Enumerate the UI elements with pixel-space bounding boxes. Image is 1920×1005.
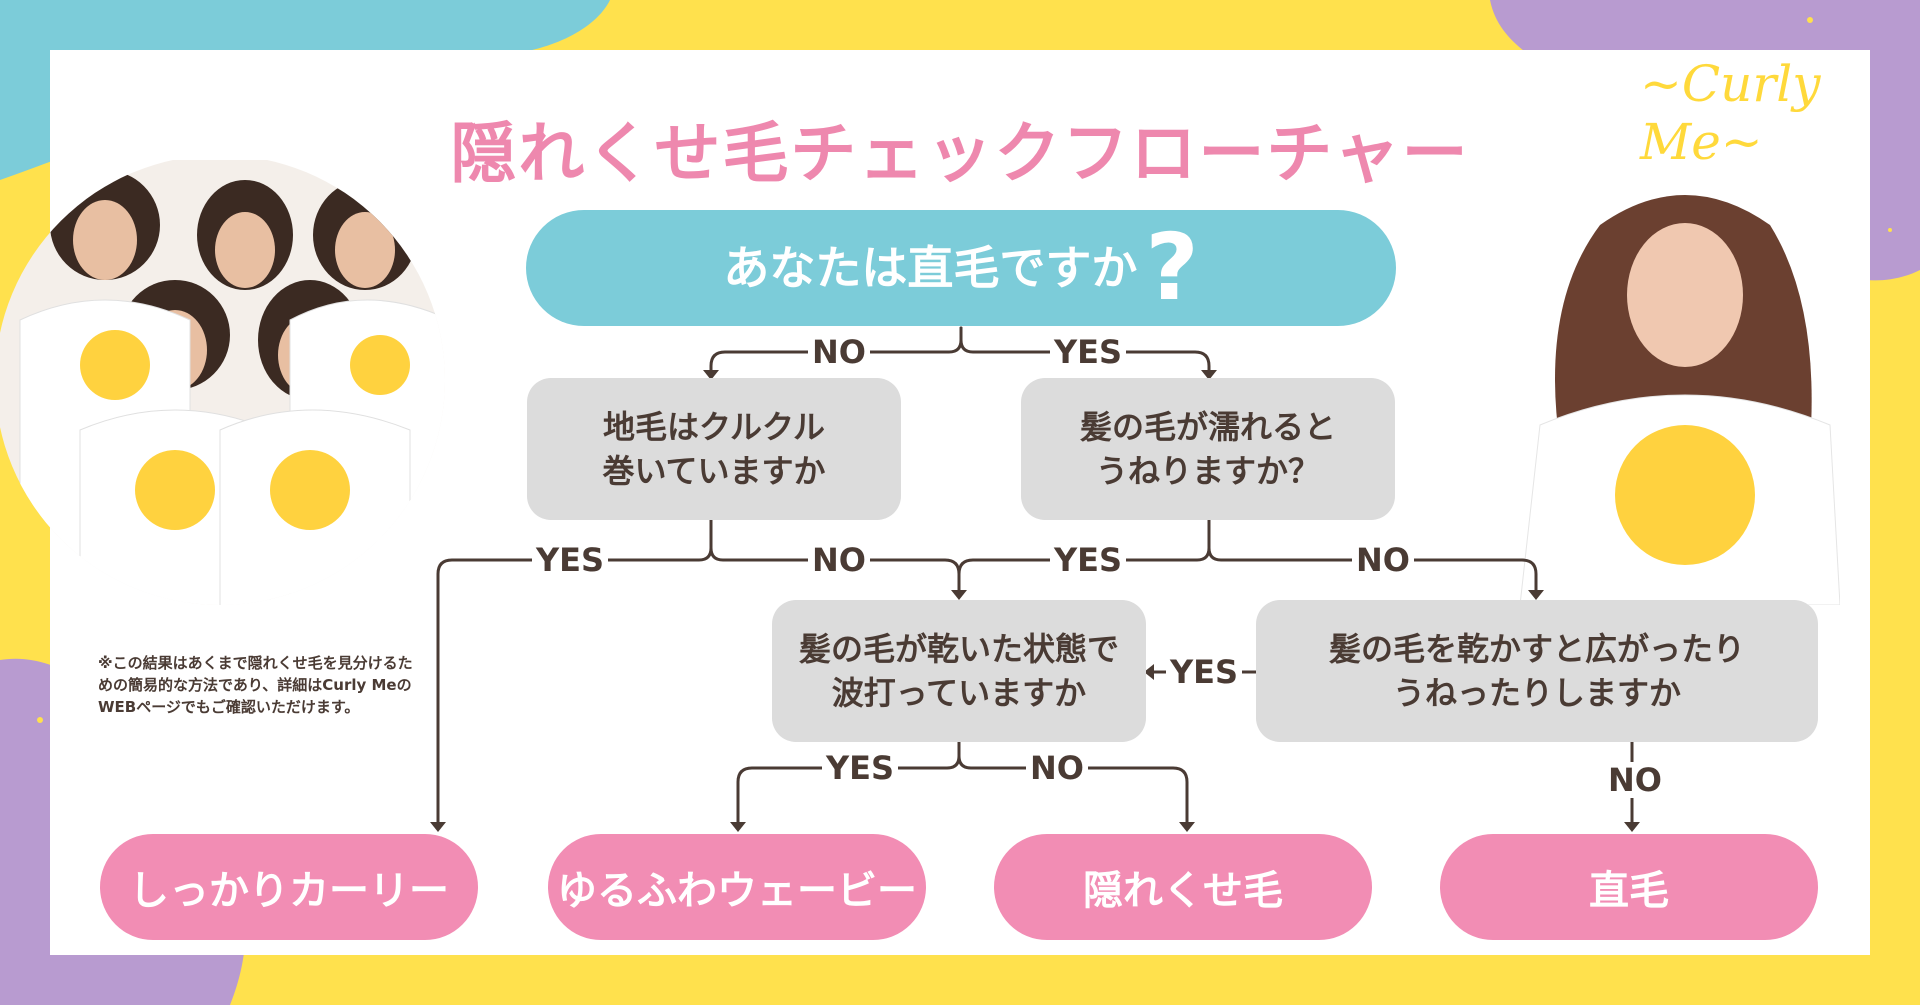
label-no-curly: NO [808, 542, 870, 578]
result-hidden-curl-text: 隠れくせ毛 [1083, 868, 1283, 914]
question-dry-wave-text: 髪の毛が乾いた状態で 波打っていますか [798, 630, 1119, 712]
label-yes-dry: YES [822, 750, 899, 786]
result-hidden-curl: 隠れくせ毛 [994, 834, 1372, 940]
question-dry-spread-text: 髪の毛を乾かすと広がったり うねったりしますか [1328, 630, 1745, 712]
woman-photo [1520, 195, 1840, 605]
disclaimer-note: ※この結果はあくまで隠れくせ毛を見分けるための簡易的な方法であり、詳細はCurl… [98, 654, 413, 716]
result-straight-text: 直毛 [1589, 868, 1669, 914]
question-dry-wave: 髪の毛が乾いた状態で 波打っていますか [772, 600, 1146, 742]
question-wet-wave-text: 髪の毛が濡れると うねりますか？ [1079, 408, 1336, 490]
result-soft-wavy: ゆるふわウェービー [548, 834, 926, 940]
curly-me-logo: ~Curly Me~ [1640, 55, 1821, 171]
question-dry-spread: 髪の毛を乾かすと広がったり うねったりしますか [1256, 600, 1818, 742]
label-yes-start: YES [1050, 334, 1127, 370]
group-photo [0, 160, 445, 605]
result-straight: 直毛 [1440, 834, 1818, 940]
question-mark-icon: ? [1145, 214, 1199, 321]
result-soft-wavy-text: ゆるふわウェービー [557, 868, 917, 914]
label-no-dry: NO [1026, 750, 1088, 786]
question-wet-wave: 髪の毛が濡れると うねりますか？ [1021, 378, 1395, 520]
result-tight-curly-text: しっかりカーリー [129, 868, 449, 914]
label-no-wet: NO [1352, 542, 1414, 578]
start-question: あなたは直毛ですか ? [526, 210, 1396, 326]
question-curly-natural-text: 地毛はクルクル 巻いていますか [602, 408, 826, 490]
label-no-start: NO [808, 334, 870, 370]
result-tight-curly: しっかりカーリー [100, 834, 478, 940]
label-yes-wet: YES [1050, 542, 1127, 578]
label-yes-spread: YES [1166, 654, 1243, 690]
question-curly-natural: 地毛はクルクル 巻いていますか [527, 378, 901, 520]
label-no-spread: NO [1604, 762, 1666, 798]
start-question-text: あなたは直毛ですか [723, 241, 1138, 295]
label-yes-curly: YES [532, 542, 609, 578]
